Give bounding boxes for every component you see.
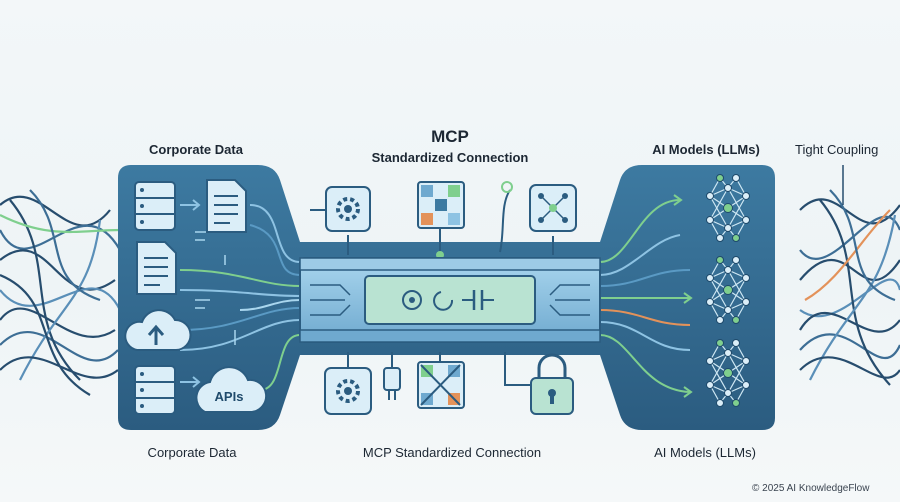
network-node [706, 298, 714, 306]
network-link [709, 269, 729, 303]
network-link [709, 277, 729, 311]
network-node [732, 174, 740, 182]
network-node [742, 192, 750, 200]
label-top-center-title: MCP [431, 127, 469, 146]
network-node [742, 274, 750, 282]
network-link [727, 352, 747, 386]
network-link [709, 352, 729, 386]
label-bottom-left: Corporate Data [147, 445, 237, 460]
left-tangled-wires [0, 189, 121, 396]
label-tight-coupling: Tight Coupling [795, 142, 879, 157]
gear-module-bottom-icon [324, 367, 372, 415]
network-node [724, 224, 732, 232]
mcp-hub [299, 257, 601, 343]
network-node [732, 399, 740, 407]
network-node [716, 256, 724, 264]
network-node [723, 368, 733, 378]
connector-ring [501, 181, 513, 193]
network-node [706, 274, 714, 282]
document-icon-top [206, 179, 247, 233]
network-link [727, 277, 747, 311]
api-cloud-icon [195, 366, 268, 413]
apis-badge-label: APIs [214, 389, 244, 404]
network-node [724, 266, 732, 274]
network-node [723, 203, 733, 213]
network-node [724, 389, 732, 397]
neural-network-icon [706, 256, 750, 324]
plug-icon [383, 367, 401, 400]
network-node [724, 349, 732, 357]
network-node [706, 357, 714, 365]
network-link [727, 269, 747, 303]
neural-network-icon [706, 339, 750, 407]
grid-module-bottom-icon [417, 361, 465, 409]
network-node [706, 216, 714, 224]
network-link [727, 187, 747, 221]
network-module-top-icon [529, 184, 577, 232]
network-node [742, 216, 750, 224]
label-top-center-subtitle: Standardized Connection [371, 150, 529, 165]
network-node [724, 184, 732, 192]
network-node [716, 339, 724, 347]
label-bottom-right: AI Models (LLMs) [654, 445, 756, 460]
padlock-icon [530, 353, 574, 415]
model-arrows [673, 194, 693, 398]
neural-network-icon [706, 174, 750, 242]
network-node [723, 285, 733, 295]
grid-module-top-icon [417, 181, 465, 229]
network-link [709, 360, 729, 394]
network-node [716, 316, 724, 324]
document-icon-middle [136, 241, 177, 295]
network-node [732, 234, 740, 242]
cloud-upload-icon [124, 309, 192, 351]
label-top-left: Corporate Data [149, 142, 243, 157]
right-tangled-wires [799, 189, 900, 386]
network-node [732, 316, 740, 324]
network-node [724, 306, 732, 314]
network-node [716, 399, 724, 407]
database-icon-top [134, 181, 176, 231]
network-link [709, 195, 729, 229]
source-arrows [180, 199, 201, 388]
database-icon-bottom [134, 365, 176, 415]
network-node [742, 357, 750, 365]
network-node [716, 174, 724, 182]
network-node [742, 298, 750, 306]
network-node [706, 381, 714, 389]
network-node [732, 339, 740, 347]
network-node [716, 234, 724, 242]
label-top-right: AI Models (LLMs) [652, 142, 760, 157]
network-node [732, 256, 740, 264]
source-wires [179, 204, 301, 391]
neural-networks [706, 174, 750, 407]
network-node [706, 192, 714, 200]
copyright: © 2025 AI KnowledgeFlow [752, 483, 870, 494]
gear-module-top-icon [325, 186, 371, 232]
network-link [727, 360, 747, 394]
model-wires [599, 199, 691, 393]
network-link [709, 187, 729, 221]
network-node [742, 381, 750, 389]
network-link [727, 195, 747, 229]
label-bottom-center: MCP Standardized Connection [362, 445, 542, 460]
